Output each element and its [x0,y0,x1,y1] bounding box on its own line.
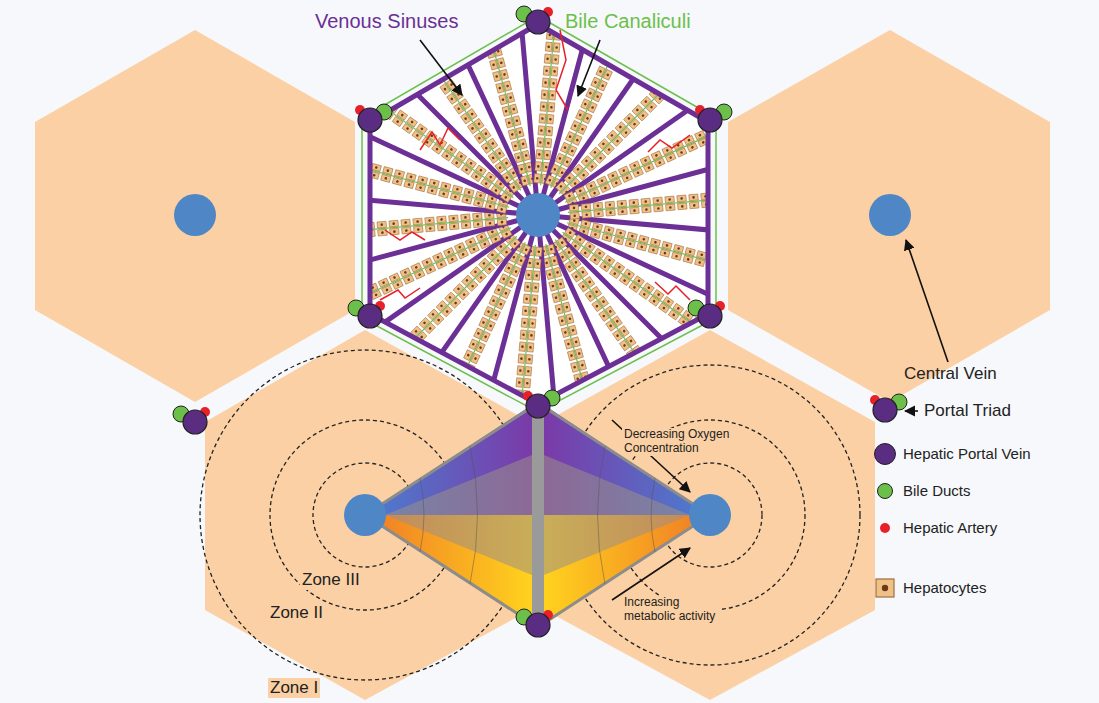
annotation-label: Zone I [268,678,320,698]
legend-row: Hepatic Portal Vein [873,441,1093,467]
legend-row: Hepatocytes [873,575,1093,601]
legend-row: Bile Ducts [873,478,1093,504]
annotation-label: Decreasing Oxygen Concentration [622,428,736,456]
annotation-label: Venous Sinuses [315,10,458,33]
annotation-label: Increasing metabolic activity [622,596,722,624]
annotation-label: Central Vein [904,364,997,384]
legend-swatch [877,483,893,499]
hepatocyte-sample [876,579,894,597]
legend-swatch [874,443,896,465]
legend-swatch [880,523,890,533]
legend-text: Hepatic Artery [903,519,997,536]
legend-text: Hepatocytes [903,579,986,596]
annotation-label: Zone II [268,603,325,623]
annotation-label: Portal Triad [924,401,1011,421]
legend-row: Hepatic Artery [873,515,1093,541]
legend-text: Bile Ducts [903,482,971,499]
annotation-label: Bile Canaliculi [565,10,691,33]
legend-text: Hepatic Portal Vein [903,445,1031,462]
annotation-label: Zone III [300,570,362,590]
